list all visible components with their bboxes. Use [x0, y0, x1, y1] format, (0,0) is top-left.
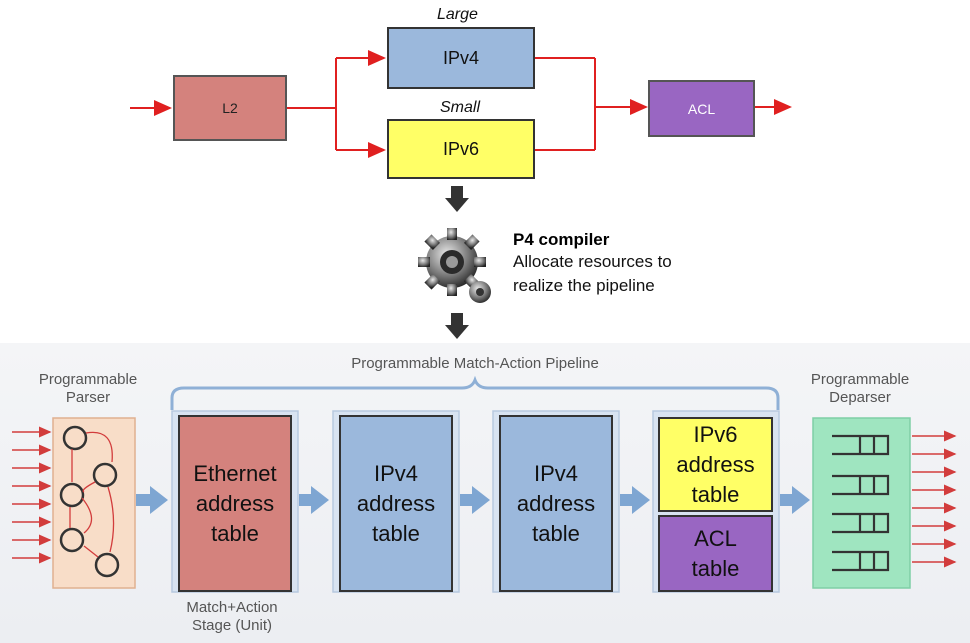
l2-label: L2: [222, 100, 238, 116]
parser-input-arrows: [12, 426, 52, 564]
stage-caption-line-2: Stage (Unit): [191, 617, 273, 634]
acl-table-box: ACL: [648, 80, 755, 137]
ipv4-table-1-line-1: IPv4: [373, 460, 419, 486]
l2-table-box: L2: [173, 75, 287, 141]
compiler-line-1: Allocate resources to: [513, 252, 672, 271]
stage-caption-line-1: Match+Action: [186, 599, 278, 616]
ipv4-table-2-line-1: IPv4: [533, 460, 579, 486]
deparser-box: [812, 417, 911, 589]
parser-caption: Programmable Parser: [26, 371, 150, 407]
compiler-title: P4 compiler: [513, 230, 610, 249]
ethernet-address-table: Ethernet address table: [178, 415, 292, 592]
ipv6-table-line-1: IPv6: [693, 421, 738, 447]
acl-table-line-2: table: [691, 555, 740, 581]
ipv4-table-1-line-2: address: [356, 490, 436, 516]
ipv6-address-table: IPv6 address table: [658, 417, 773, 512]
deparser-caption-line-2: Deparser: [829, 389, 891, 406]
ipv4-table-2-line-3: table: [532, 520, 580, 546]
small-label: Small: [440, 99, 481, 116]
large-label: Large: [437, 6, 478, 23]
deparser-buffers: [832, 434, 890, 572]
ipv4-table-box: IPv4: [387, 27, 535, 89]
acl-table-line-1: ACL: [694, 525, 737, 551]
ipv4-address-table-1: IPv4 address table: [339, 415, 453, 592]
ethernet-table-line-1: Ethernet: [193, 460, 277, 486]
compiler-description: P4 compiler Allocate resources to realiz…: [513, 230, 672, 298]
gears-icon: [418, 228, 491, 303]
parser-transitions: [69, 431, 115, 558]
ipv6-label: IPv6: [442, 138, 480, 159]
top-diagram-connectors: [130, 50, 792, 158]
pipeline-flow-arrows: [136, 486, 810, 514]
parser-state-nodes: [59, 425, 120, 578]
ipv4-table-2-line-2: address: [516, 490, 596, 516]
pipeline-background: [0, 343, 970, 643]
compiler-line-2: realize the pipeline: [513, 276, 655, 295]
ethernet-table-line-3: table: [211, 520, 259, 546]
ipv4-label: IPv4: [442, 47, 480, 68]
parser-caption-line-2: Parser: [65, 389, 111, 406]
deparser-caption: Programmable Deparser: [798, 371, 922, 407]
deparser-output-arrows: [912, 430, 957, 568]
ipv6-table-line-3: table: [691, 481, 740, 507]
acl-table: ACL table: [658, 515, 773, 592]
ipv6-table-line-2: address: [676, 451, 755, 477]
ipv6-table-box: IPv6: [387, 119, 535, 179]
down-arrow-2: [445, 313, 469, 339]
ethernet-table-line-2: address: [195, 490, 275, 516]
stage-caption: Match+Action Stage (Unit): [162, 599, 302, 635]
ipv4-table-1-line-3: table: [372, 520, 420, 546]
pipeline-title: Programmable Match-Action Pipeline: [351, 355, 599, 372]
parser-caption-line-1: Programmable: [38, 371, 138, 388]
ipv4-address-table-2: IPv4 address table: [499, 415, 613, 592]
acl-label: ACL: [687, 100, 716, 117]
deparser-caption-line-1: Programmable: [810, 371, 910, 388]
down-arrow-1: [445, 186, 469, 212]
